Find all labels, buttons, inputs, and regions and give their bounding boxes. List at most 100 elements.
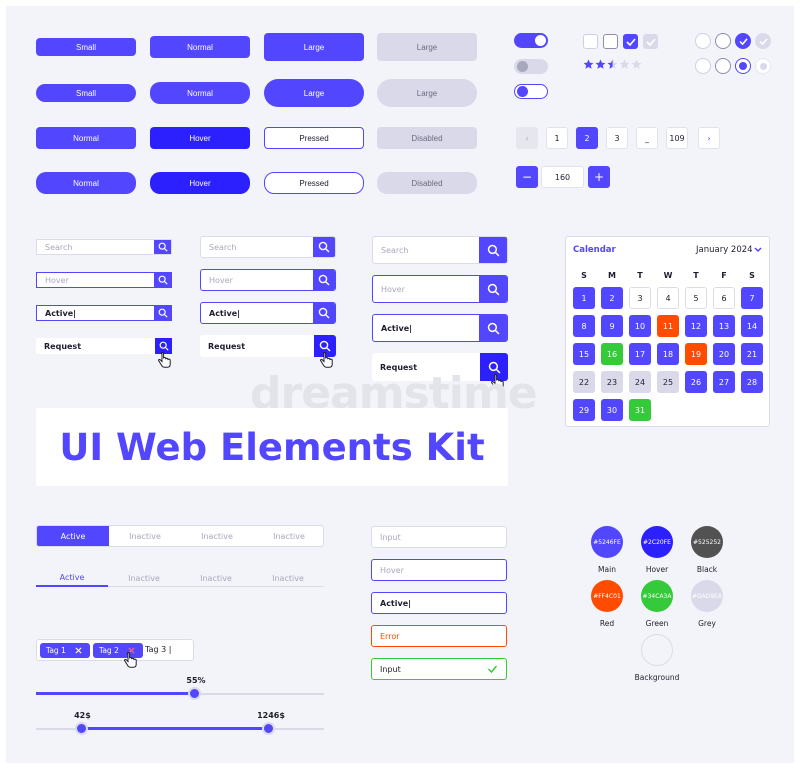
- search-field-request[interactable]: Request: [372, 353, 508, 381]
- button-state-disabled[interactable]: Disabled: [377, 127, 477, 149]
- button-state-hover-rounded[interactable]: Hover: [150, 172, 250, 194]
- button-small-rounded[interactable]: Small: [36, 84, 136, 102]
- button-state-normal[interactable]: Normal: [36, 127, 136, 149]
- radio-selected[interactable]: [735, 58, 751, 74]
- slider-thumb-min[interactable]: [74, 722, 88, 735]
- checkbox-disabled[interactable]: [643, 34, 658, 49]
- tab-active[interactable]: Active: [37, 526, 109, 546]
- search-button[interactable]: [313, 237, 335, 257]
- calendar-day[interactable]: 22: [573, 371, 595, 393]
- stepper-minus-button[interactable]: −: [516, 166, 538, 188]
- search-button[interactable]: [479, 237, 507, 263]
- search-input[interactable]: Active|: [381, 323, 413, 333]
- button-state-pressed-rounded[interactable]: Pressed: [264, 172, 364, 194]
- calendar-day[interactable]: 7: [741, 287, 763, 309]
- calendar-day[interactable]: 25: [657, 371, 679, 393]
- slider-thumb[interactable]: [187, 687, 201, 700]
- slider-single[interactable]: 55%: [36, 676, 324, 704]
- search-input[interactable]: Hover: [45, 275, 69, 285]
- chevron-down-icon[interactable]: [754, 247, 762, 253]
- calendar-day[interactable]: 11: [657, 315, 679, 337]
- search-button[interactable]: [154, 273, 171, 287]
- calendar-day[interactable]: 16: [601, 343, 623, 365]
- star-icon[interactable]: [583, 59, 594, 70]
- search-button[interactable]: [479, 315, 507, 341]
- calendar-day[interactable]: 5: [685, 287, 707, 309]
- search-field-hover[interactable]: Hover: [200, 269, 336, 291]
- search-input[interactable]: Active|: [209, 308, 241, 318]
- input-success[interactable]: Input: [371, 658, 507, 680]
- tab-inactive[interactable]: Inactive: [128, 573, 160, 583]
- tab-inactive[interactable]: Inactive: [129, 531, 161, 541]
- pagination-prev[interactable]: ‹: [516, 127, 538, 149]
- checkbox-hover[interactable]: [603, 34, 618, 49]
- calendar-day[interactable]: 28: [741, 371, 763, 393]
- calendar-day[interactable]: 17: [629, 343, 651, 365]
- input-error[interactable]: Error: [371, 625, 507, 647]
- button-small[interactable]: Small: [36, 38, 136, 56]
- search-field-hover[interactable]: Hover: [36, 272, 172, 288]
- search-input[interactable]: Hover: [381, 284, 405, 294]
- calendar-day[interactable]: 26: [685, 371, 707, 393]
- search-input[interactable]: Search: [381, 245, 409, 255]
- close-icon[interactable]: [75, 647, 82, 654]
- search-input[interactable]: Active|: [45, 308, 77, 318]
- pagination-page-active[interactable]: 2: [576, 127, 598, 149]
- search-button[interactable]: [154, 240, 171, 254]
- pagination-page[interactable]: 1: [546, 127, 568, 149]
- calendar-day[interactable]: 23: [601, 371, 623, 393]
- search-button[interactable]: [313, 303, 335, 323]
- calendar-day[interactable]: 19: [685, 343, 707, 365]
- radio-checked-check[interactable]: [735, 33, 751, 49]
- button-state-normal-rounded[interactable]: Normal: [36, 172, 136, 194]
- tab-inactive[interactable]: Inactive: [273, 531, 305, 541]
- search-field-active[interactable]: Active|: [372, 314, 508, 342]
- search-button[interactable]: [154, 306, 171, 320]
- search-button[interactable]: [155, 338, 172, 354]
- search-field-request[interactable]: Request: [200, 335, 336, 357]
- button-state-pressed[interactable]: Pressed: [264, 127, 364, 149]
- calendar-day[interactable]: 13: [713, 315, 735, 337]
- checkbox-checked[interactable]: [623, 34, 638, 49]
- button-state-hover[interactable]: Hover: [150, 127, 250, 149]
- tab-active[interactable]: Active: [36, 569, 108, 587]
- calendar-day[interactable]: 21: [741, 343, 763, 365]
- calendar-day[interactable]: 6: [713, 287, 735, 309]
- calendar-day[interactable]: 9: [601, 315, 623, 337]
- radio-hover[interactable]: [715, 58, 731, 74]
- search-input[interactable]: Search: [209, 242, 237, 252]
- search-field-active[interactable]: Active|: [36, 305, 172, 321]
- calendar-day[interactable]: 2: [601, 287, 623, 309]
- calendar-day[interactable]: 20: [713, 343, 735, 365]
- calendar-day[interactable]: 1: [573, 287, 595, 309]
- button-state-disabled-rounded[interactable]: Disabled: [377, 172, 477, 194]
- calendar-day[interactable]: 29: [573, 399, 595, 421]
- button-large[interactable]: Large: [264, 33, 364, 61]
- calendar-day[interactable]: 14: [741, 315, 763, 337]
- button-normal[interactable]: Normal: [150, 36, 250, 58]
- search-field-default[interactable]: Search: [36, 239, 172, 255]
- input-hover[interactable]: Hover: [371, 559, 507, 581]
- input-active[interactable]: Active|: [371, 592, 507, 614]
- search-button[interactable]: [479, 276, 507, 302]
- search-button[interactable]: [314, 335, 336, 357]
- radio-hover[interactable]: [715, 33, 731, 49]
- search-field-request[interactable]: Request: [36, 338, 172, 354]
- toggle-off[interactable]: [514, 84, 548, 99]
- tag-input[interactable]: Tag 1 Tag 2 Tag 3 |: [36, 639, 194, 661]
- calendar-month-select[interactable]: January 2024: [696, 245, 753, 255]
- button-large-rounded-disabled[interactable]: Large: [377, 79, 477, 107]
- calendar-day[interactable]: 27: [713, 371, 735, 393]
- slider-thumb-max[interactable]: [261, 722, 275, 735]
- tab-inactive[interactable]: Inactive: [201, 531, 233, 541]
- search-input[interactable]: Request: [208, 341, 246, 351]
- button-large-rounded[interactable]: Large: [264, 79, 364, 107]
- pagination-page[interactable]: 3: [606, 127, 628, 149]
- radio-unchecked[interactable]: [695, 58, 711, 74]
- search-input[interactable]: Request: [380, 362, 418, 372]
- calendar-day[interactable]: 12: [685, 315, 707, 337]
- pagination-next[interactable]: ›: [698, 127, 720, 149]
- calendar-day[interactable]: 15: [573, 343, 595, 365]
- calendar-day[interactable]: 3: [629, 287, 651, 309]
- tab-inactive[interactable]: Inactive: [200, 573, 232, 583]
